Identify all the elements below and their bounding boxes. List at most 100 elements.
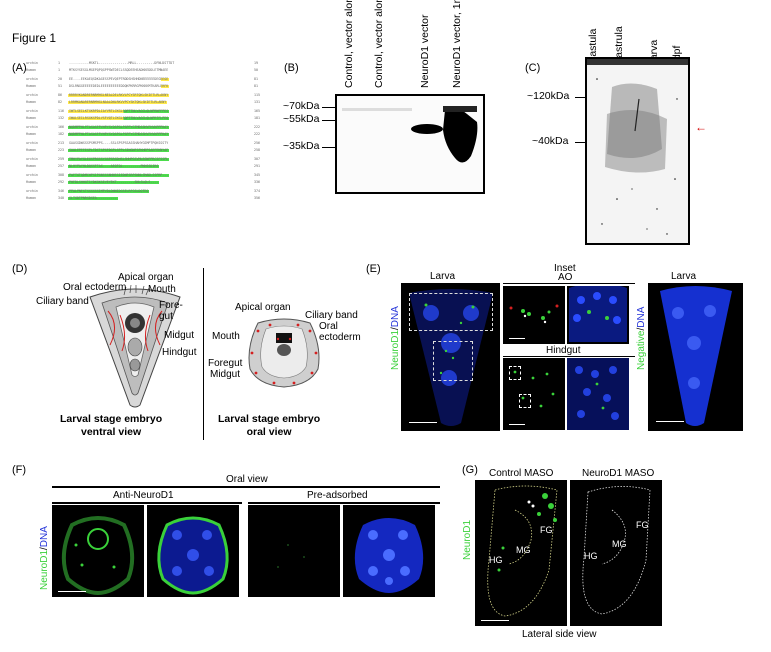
panel-a-letter: (A): [12, 62, 27, 74]
alignment-start-index: 292: [58, 179, 64, 184]
ventral-ciliary-band-label: Ciliary band: [36, 296, 89, 307]
alignment-start-index: 308: [58, 173, 64, 177]
marker-55: ~55kDa: [283, 113, 320, 125]
e-larva-image: [401, 283, 500, 431]
band-arrow-icon: ←: [695, 120, 707, 134]
f-group2-title: Pre-adsorbed: [307, 490, 368, 501]
e-larva-title: Larva: [430, 271, 456, 282]
g-side-label: NeuroD1: [462, 519, 473, 560]
alignment-sequence: PHFDLSHHGTIYDKGKSEVEYEKT---------SNLSLQL…: [68, 179, 160, 185]
e-hindgut-green: [503, 358, 565, 430]
alignment-sequence: NQDMPPHLPTASASFPVHPYSYQSPGLPSPPYGTMDSSHV…: [68, 131, 170, 137]
e-hindgut-title: Hindgut: [546, 345, 581, 356]
alignment-start-index: 51: [58, 83, 62, 88]
g-control-maso-image: [475, 480, 567, 626]
alignment-end-index: 222: [254, 125, 260, 129]
panel-d-letter: (D): [12, 263, 28, 275]
alignment-species: Human: [26, 83, 36, 88]
alignment-start-index: 20: [58, 77, 62, 81]
alignment-sequence: GAASGDWSSSPSMSPPS----SSLSPSPSSASSHAHYGSM…: [69, 141, 169, 145]
alignment-start-index: 340: [58, 195, 64, 200]
alignment-start-index: 132: [58, 115, 64, 120]
f-preadsorbed-green: [248, 505, 340, 597]
alignment-end-index: 50: [254, 67, 258, 72]
alignment-species: Human: [26, 179, 36, 184]
alignment-end-index: 356: [254, 195, 260, 200]
e-negative-image: [648, 283, 743, 431]
f-side-label: NeuroD1/DNA: [39, 526, 50, 590]
alignment-start-index: 116: [58, 109, 64, 113]
alignment-sequence: MTKSYSESGLMGEPQPQGPPSWTDECLSSQDEEHEADKKE…: [69, 67, 169, 72]
panel-d-divider: [203, 268, 204, 440]
alignment-species: urchin: [26, 93, 38, 97]
alignment-species: Human: [26, 163, 36, 168]
alignment-sequence: DSLRNGGEEEEEDEDLEEEEEEEEEEDDQKPKRRGPKKKK…: [68, 83, 170, 89]
alignment-species: Human: [26, 131, 36, 136]
ventral-midgut-label: Midgut: [164, 330, 195, 341]
alignment-sequence: SLTGDTPNRSDSEA----------: [68, 195, 118, 201]
alignment-sequence: PPALPNFSTSSSSSSIMPVDLDNNIDGSELRFGSLDQTEQ: [68, 189, 150, 194]
e-hindgut-merge: [567, 358, 629, 430]
panel-g-letter: (G): [462, 464, 478, 476]
panel-f-letter: (F): [12, 464, 27, 476]
alignment-start-index: 86: [58, 93, 62, 97]
oral-midgut-label: Midgut: [210, 369, 241, 380]
f-view-title: Oral view: [226, 474, 268, 485]
oral-foregut-label: Foregut: [208, 358, 243, 369]
alignment-end-index: 19: [254, 61, 258, 65]
alignment-start-index: 259: [58, 157, 64, 161]
lane-label-b-2: Control, vector alone, 1mM IPTG: [372, 0, 385, 89]
alignment-species: urchin: [26, 77, 38, 81]
alignment-start-index: 223: [58, 147, 64, 152]
alignment-species: urchin: [26, 141, 38, 145]
alignment-start-index: 213: [58, 141, 64, 145]
ventral-foregut-label: Fore- gut: [159, 300, 183, 322]
alignment-sequence: IWALSEILRSGKSPDLVSFVQTLCKGLSQPTTNLVAGCLQ…: [68, 115, 170, 121]
e-ao-title: AO: [558, 272, 573, 283]
oral-mouth-label: Mouth: [212, 331, 240, 342]
alignment-sequence: EE----EEKAEQSDKAGESSPEVQEPTRDDSHSHHDNEEE…: [68, 77, 170, 82]
alignment-end-index: 374: [254, 189, 260, 193]
g-right-mg: MG: [612, 539, 627, 549]
alignment-start-index: 346: [58, 189, 64, 193]
alignment-end-index: 81: [254, 83, 258, 88]
e-inset-title: Inset: [554, 263, 576, 274]
f-preadsorbed-merge: [343, 505, 435, 597]
lane-label-b-3: NeuroD1 vector: [418, 14, 431, 89]
alignment-sequence: NQDMPPHLPTASASFPVHPYSYQSPGLPSPPYGTMDSSHV…: [68, 125, 170, 130]
western-blot-b: [335, 94, 485, 194]
alignment-start-index: 182: [58, 131, 64, 136]
g-left-mg: MG: [516, 545, 531, 555]
alignment-sequence: IWTLSEILKTGKRPDLIAYVRTLCKGLSQPTTNLVAGCLQ…: [68, 109, 170, 114]
f-group1-title: Anti-NeuroD1: [113, 490, 174, 501]
alignment-end-index: 258: [254, 147, 260, 152]
g-right-fg: FG: [636, 520, 649, 530]
alignment-end-index: 131: [254, 99, 260, 104]
alignment-sequence: SAALEPFFESPLTDCTSPSFDGPLSPPLSINGNFSFKHEP…: [68, 147, 170, 153]
panel-c-letter: (C): [525, 62, 541, 74]
alignment-end-index: 256: [254, 141, 260, 145]
alignment-end-index: 345: [254, 173, 260, 177]
alignment-sequence: PAFTGTQDMCHPSIPGNSSSNHNSSIEDNFSRPSNNLSMA…: [68, 173, 170, 178]
alignment-species: urchin: [26, 109, 38, 113]
alignment-species: Human: [26, 67, 36, 72]
ventral-hindgut-label: Hindgut: [162, 347, 197, 358]
alignment-start-index: 1: [58, 67, 60, 72]
alignment-species: Human: [26, 195, 36, 200]
ventral-oral-ectoderm-label: Oral ectoderm: [63, 282, 127, 293]
alignment-end-index: 115: [254, 93, 260, 97]
alignment-species: urchin: [26, 125, 38, 129]
alignment-sequence: RRRRVKANDRERNRMHGLNEALDELRKVLPCYSRTQKLSK…: [68, 93, 170, 98]
oral-ectoderm-label: Oral ectoderm: [319, 321, 361, 343]
larva-oral-diagram: [248, 318, 320, 388]
alignment-end-index: 291: [254, 163, 260, 168]
larva-ventral-diagram: [89, 285, 181, 408]
alignment-end-index: 165: [254, 109, 260, 113]
marker-35: ~35kDa: [283, 140, 320, 152]
marker-120: ~120kDa: [527, 90, 570, 102]
e-right-larva-title: Larva: [671, 271, 697, 282]
alignment-sequence: TMHYPAYGLEGSPRGSSYGSPSRSDHSLSHHPGSVMLEGN…: [68, 157, 170, 162]
g-left-title: Control MASO: [489, 468, 554, 479]
alignment-end-index: 222: [254, 131, 260, 136]
